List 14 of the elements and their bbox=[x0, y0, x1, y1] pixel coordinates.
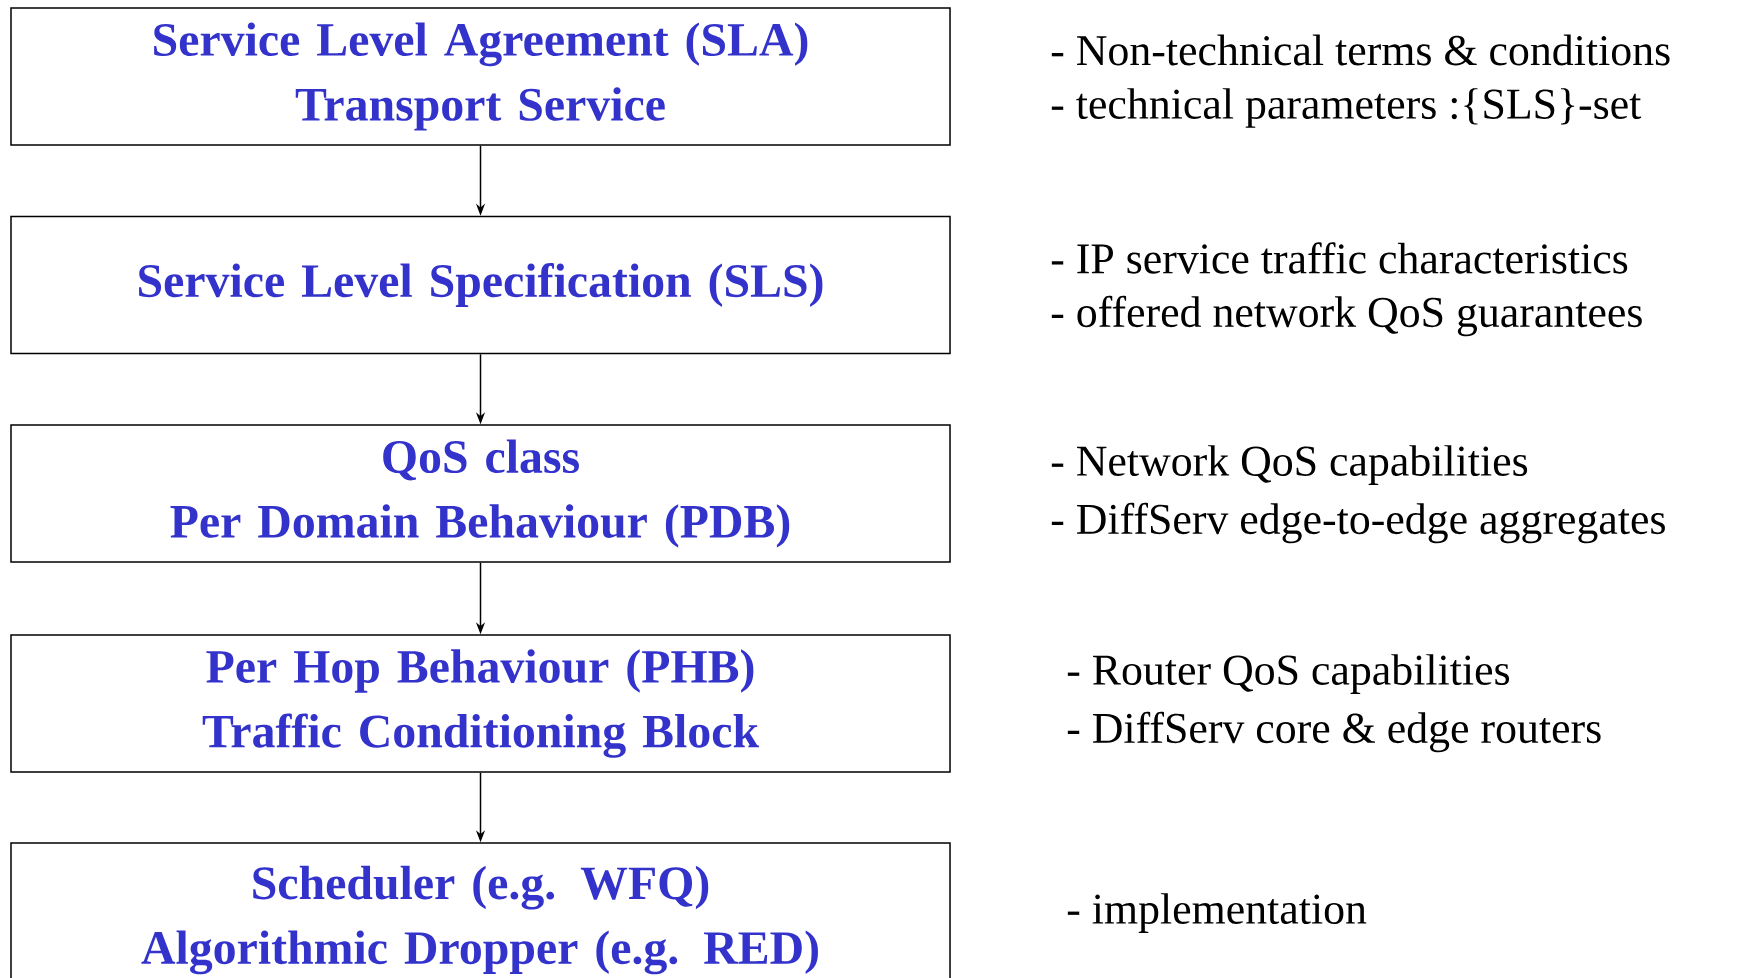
note-text: - Non-technical terms & conditions bbox=[1051, 34, 1670, 66]
note-text: - implementation bbox=[1067, 893, 1367, 933]
note-text: - Router QoS capabilities bbox=[1067, 654, 1510, 694]
note-text: - IP service traffic characteristics bbox=[1051, 242, 1628, 274]
process-box: Scheduler (e.g. WFQ) Algorithmic Dropper (e.g. RED) bbox=[10, 842, 951, 978]
note-text: - technical parameters :{SLS}-set bbox=[1051, 88, 1642, 128]
note-text: - offered network QoS guarantees bbox=[1051, 295, 1642, 337]
process-box: Service Level Agreement (SLA) Transport Service bbox=[10, 7, 951, 146]
note-text: - DiffServ edge-to-edge aggregates bbox=[1051, 502, 1665, 544]
process-box: QoS class Per Domain Behaviour (PDB) bbox=[10, 424, 951, 563]
process-box: Per Hop Behaviour (PHB) Traffic Conditioning Block bbox=[10, 634, 951, 773]
process-box: Service Level Specification (SLS) bbox=[10, 215, 951, 355]
note-text: - DiffServ core & edge routers bbox=[1067, 711, 1601, 753]
note-text: - Network QoS capabilities bbox=[1051, 445, 1528, 485]
